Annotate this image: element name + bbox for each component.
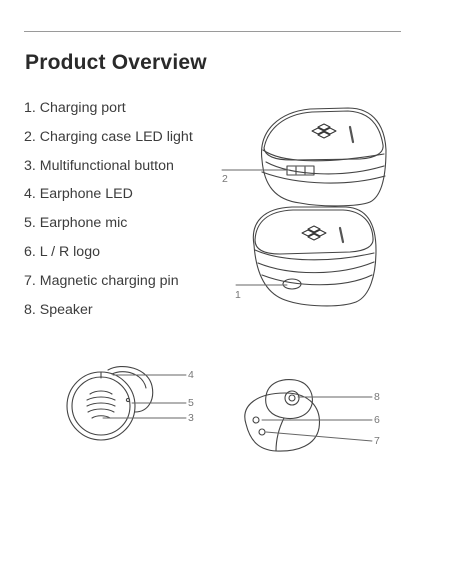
callout-label-1: 1 xyxy=(235,289,241,301)
callout-label-2: 2 xyxy=(222,173,228,185)
charging-case-angled-icon xyxy=(253,207,376,306)
callout-label-4: 4 xyxy=(188,369,194,381)
earbud-back-icon xyxy=(245,380,320,452)
callout-label-5: 5 xyxy=(188,397,194,409)
charging-case-closed-icon xyxy=(262,108,386,206)
callout-label-7: 7 xyxy=(374,435,380,447)
callout-label-8: 8 xyxy=(374,391,380,403)
callout-label-6: 6 xyxy=(374,414,380,426)
callout-label-3: 3 xyxy=(188,412,194,424)
